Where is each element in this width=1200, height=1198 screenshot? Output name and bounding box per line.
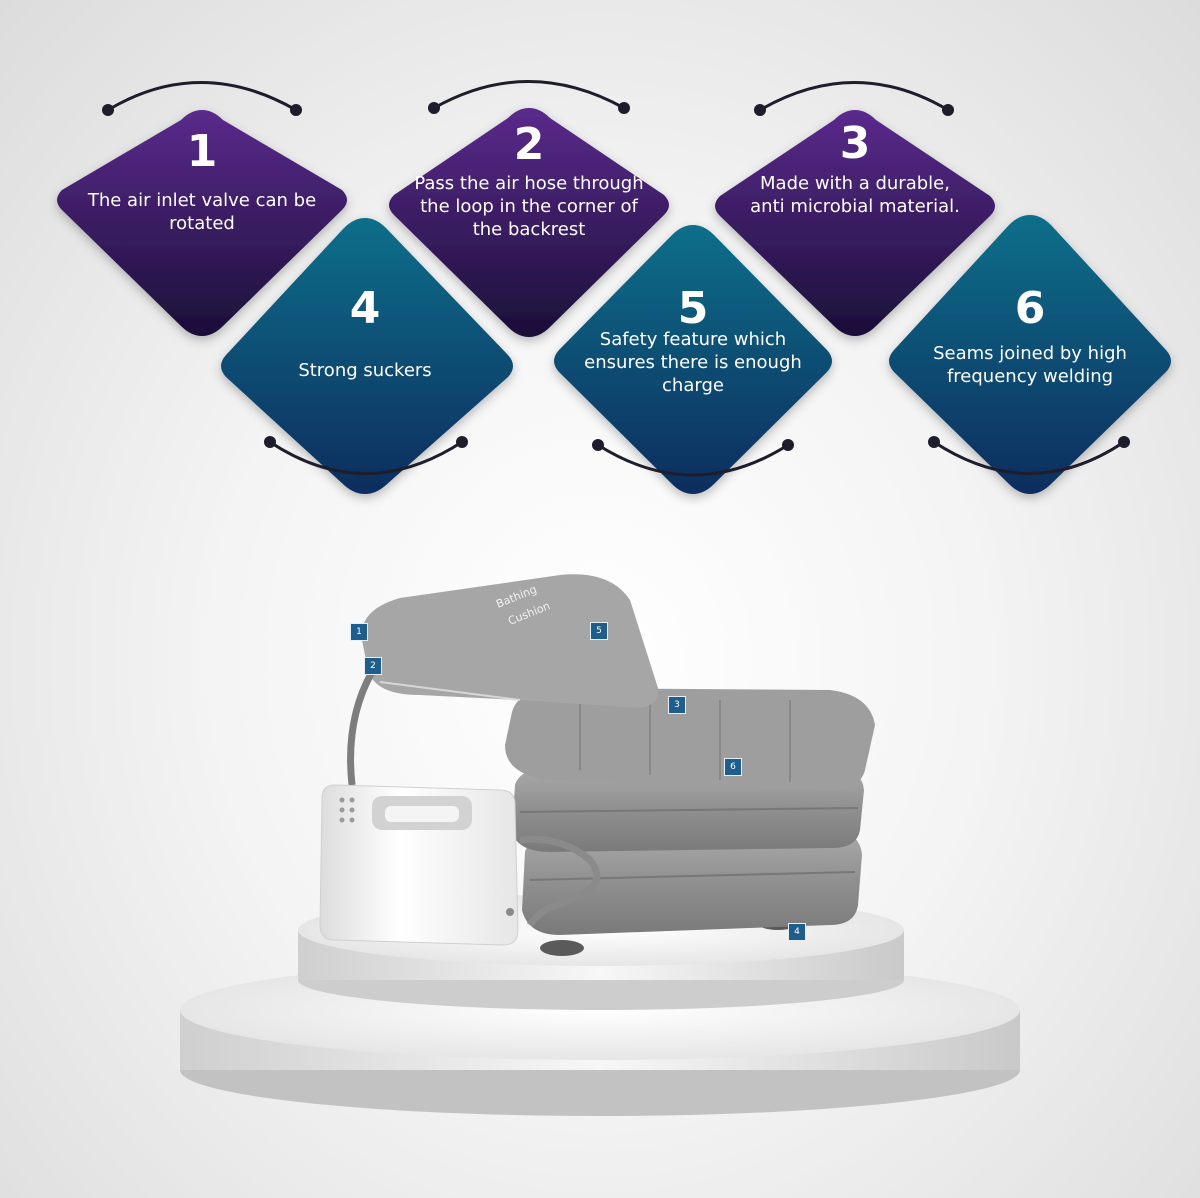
product-marker-6: 6 (724, 758, 742, 776)
product-marker-1: 1 (350, 623, 368, 641)
feature-1-number: 1 (186, 126, 218, 177)
feature-6-number: 6 (1014, 283, 1046, 334)
feature-5-number: 5 (677, 283, 709, 334)
bottom-arcs (269, 440, 1125, 477)
feature-4-text: Strong suckers (298, 360, 432, 381)
feature-2-number: 2 (513, 119, 545, 170)
feature-3-number: 3 (839, 118, 871, 169)
feature-6-text: Seams joined by high frequency welding (933, 343, 1127, 387)
diamond-6-shape (889, 215, 1171, 494)
product-marker-3: 3 (668, 696, 686, 714)
product-marker-4: 4 (788, 923, 806, 941)
product-marker-2: 2 (364, 657, 382, 675)
feature-4-number: 4 (349, 283, 381, 334)
feature-1-text: The air inlet valve can be rotated (87, 190, 317, 234)
bathing-cushion-product: Bathing Cushion (319, 574, 875, 956)
feature-5-text: Safety feature which ensures there is en… (584, 329, 802, 396)
diamond-3-shape (715, 110, 995, 336)
feature-3-text: Made with a durable, anti microbial mate… (750, 173, 960, 217)
podium (180, 894, 1020, 1116)
feature-2-text: Pass the air hose through the loop in th… (414, 173, 644, 240)
diamond-4-shape (221, 218, 513, 494)
diamond-1-shape (57, 110, 347, 336)
diamond-2-shape (389, 108, 669, 337)
top-arcs (107, 80, 949, 112)
diamond-5-shape (554, 225, 832, 494)
product-marker-5: 5 (590, 622, 608, 640)
